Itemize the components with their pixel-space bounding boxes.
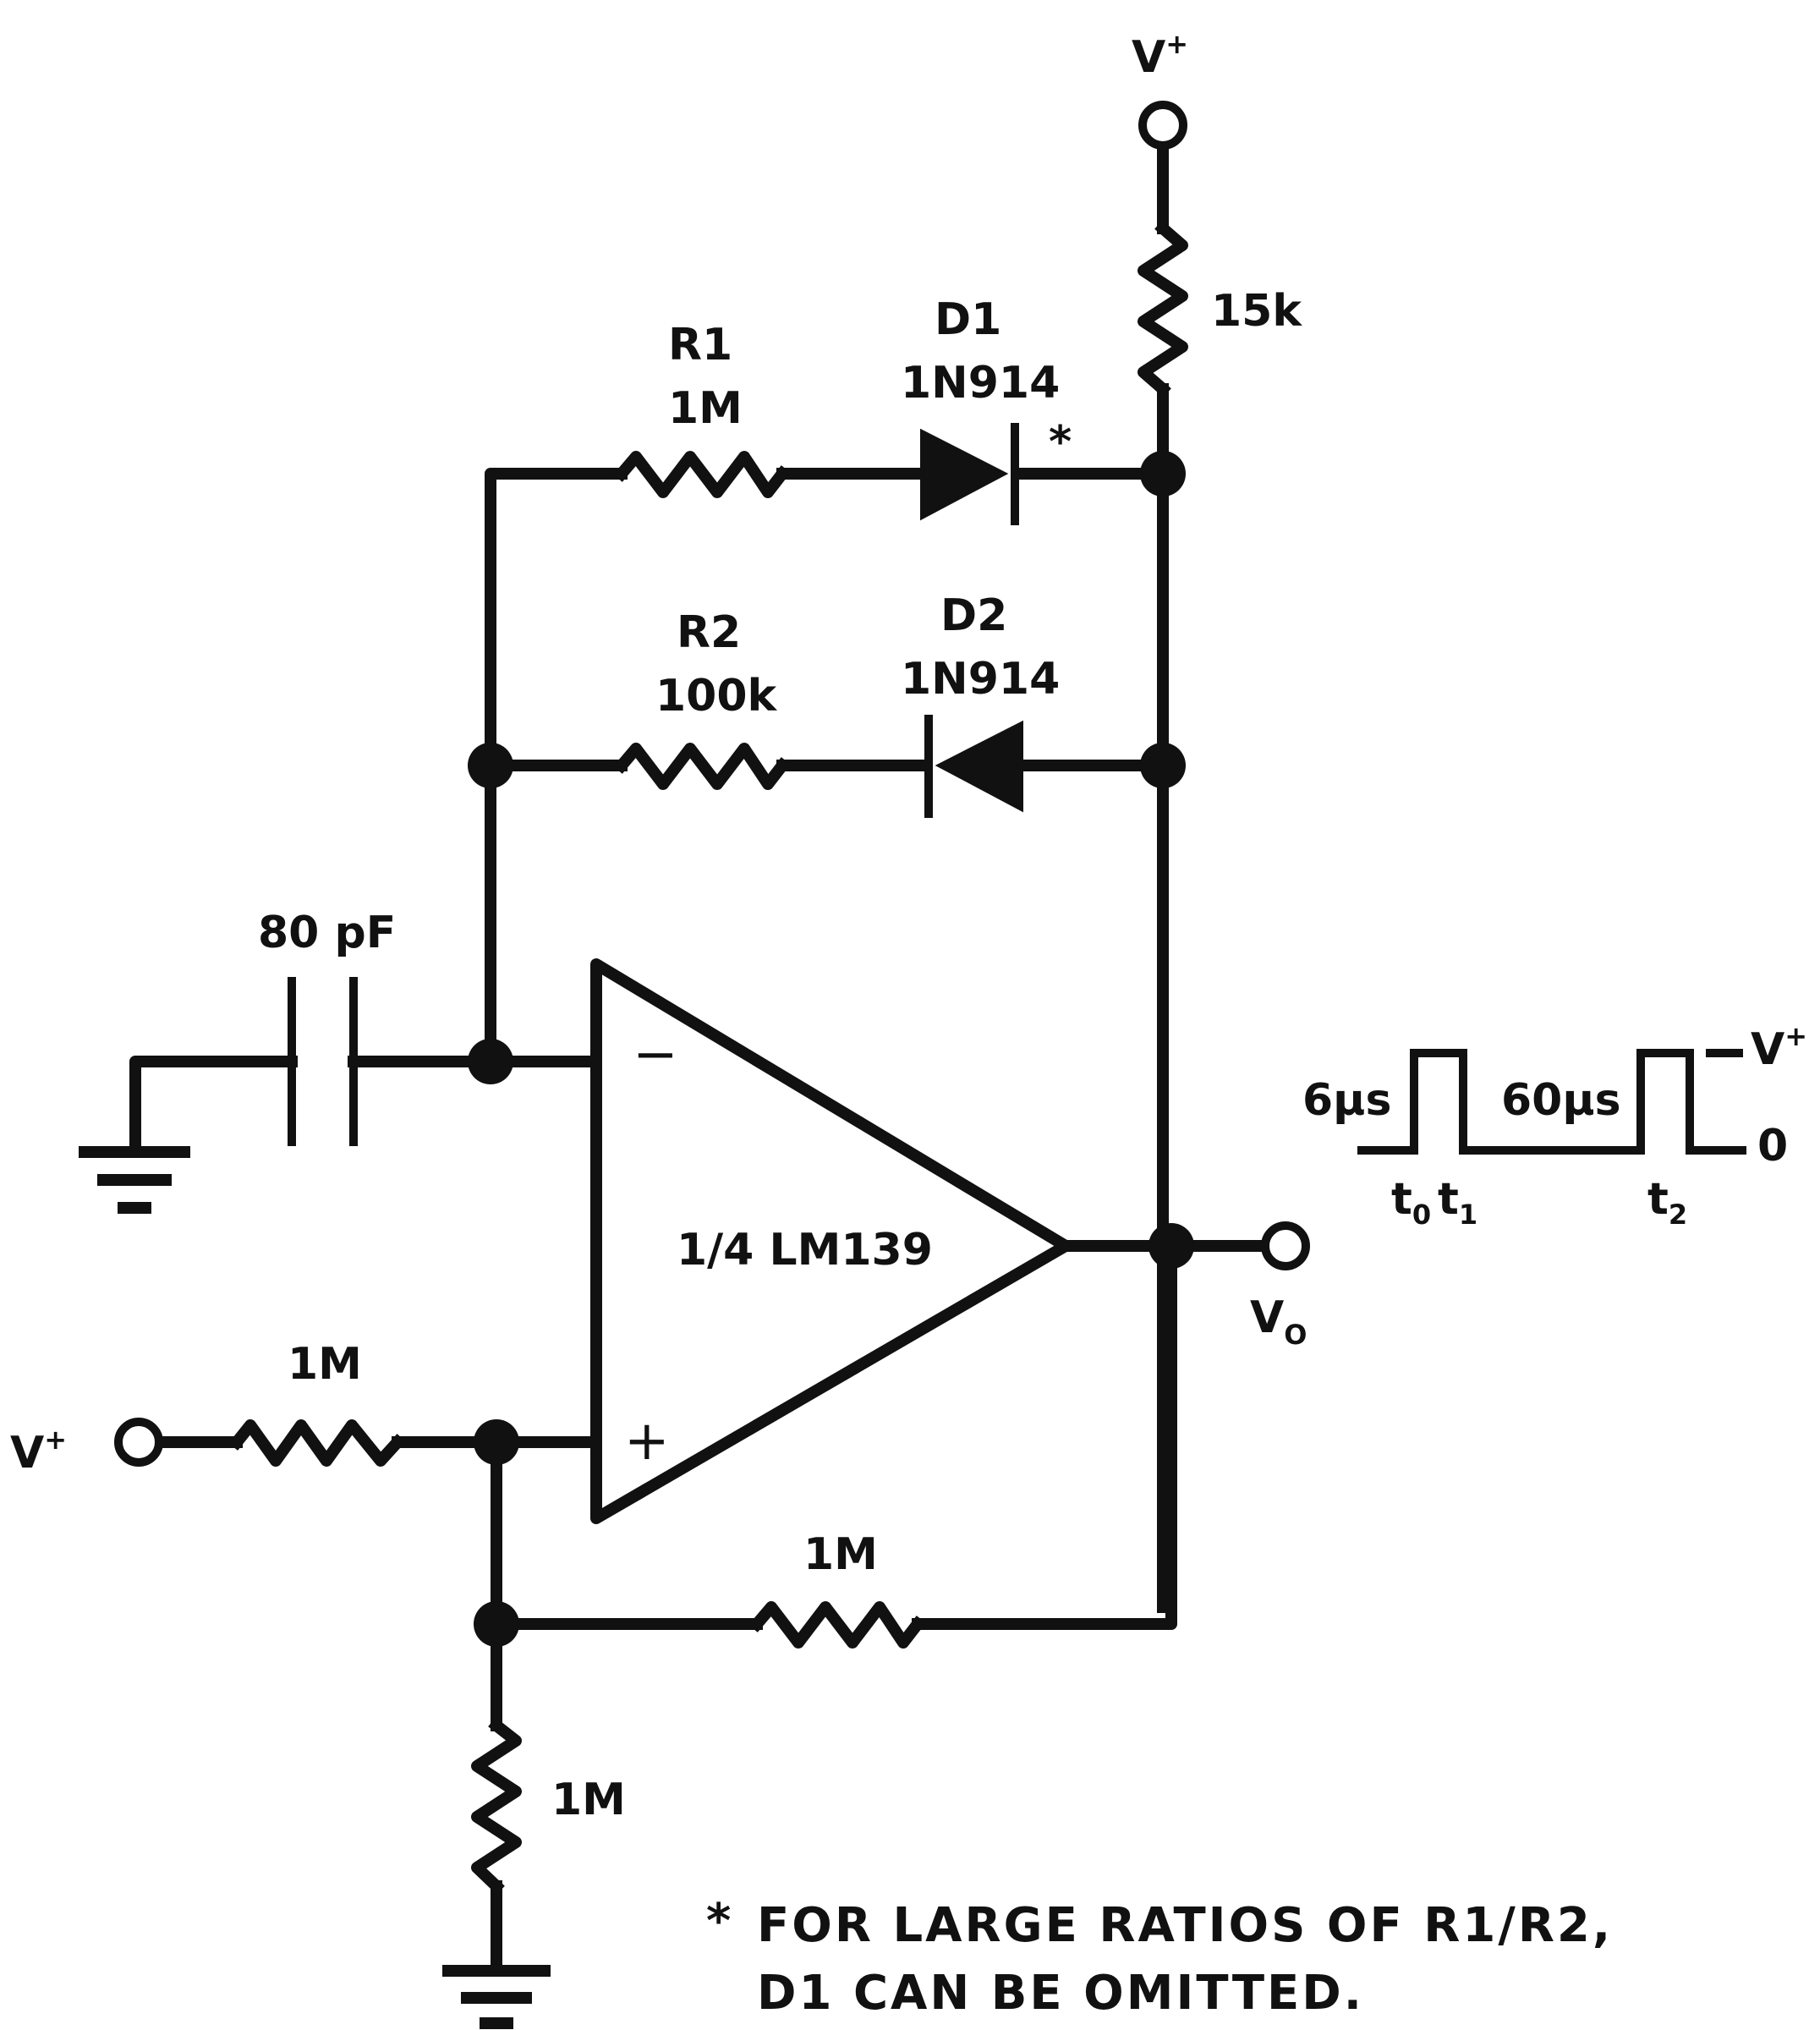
resistor-15k [1138, 220, 1188, 398]
supply-label-top: V+ [1132, 28, 1188, 83]
resistor-r2-name: R2 [677, 607, 741, 658]
terminal-vplus-top [1138, 101, 1187, 150]
output-label: VO [1250, 1292, 1307, 1351]
resistor-feedback-value: 1M [803, 1529, 878, 1580]
resistor-15k-value: 15k [1211, 286, 1302, 337]
resistor-r2 [613, 743, 791, 790]
footnote-line-2: D1 CAN BE OMITTED. [757, 1966, 1364, 2021]
terminal-vout [1261, 1221, 1310, 1270]
resistor-r1 [613, 451, 791, 498]
capacitor-80pf [288, 977, 358, 1146]
diode-d1 [920, 423, 1019, 525]
diode-d1-part: 1N914 [901, 358, 1060, 409]
waveform-t1: t1 [1438, 1174, 1477, 1231]
resistor-ground-value: 1M [551, 1775, 626, 1825]
waveform-low-level: 0 [1757, 1121, 1788, 1171]
diode-d2-name: D2 [940, 590, 1007, 641]
footnote-line-1: FOR LARGE RATIOS OF R1/R2, [757, 1898, 1613, 1953]
ground-symbol-capacitor [79, 1146, 190, 1214]
capacitor-value: 80 pF [258, 908, 396, 958]
resistor-ground-1m [471, 1717, 522, 1895]
waveform-t0: t0 [1391, 1174, 1431, 1231]
junction-dots [468, 451, 1194, 1647]
diode-d1-asterisk: * [1049, 417, 1072, 468]
comparator-lm139 [590, 958, 1072, 1524]
waveform-pulse-width: 6μs [1302, 1075, 1391, 1126]
diode-d2 [924, 715, 1023, 818]
resistor-r1-value: 1M [668, 383, 743, 434]
ground-symbol-bottom [442, 1965, 551, 2029]
output-waveform [1357, 1049, 1746, 1155]
waveform-t2: t2 [1647, 1174, 1687, 1231]
supply-label-left: V+ [10, 1424, 67, 1479]
comparator-noninverting-sign: + [624, 1410, 670, 1473]
footnote-asterisk: * [706, 1894, 733, 1949]
diode-d1-name: D1 [935, 294, 1001, 345]
resistor-input-value: 1M [288, 1339, 362, 1390]
resistor-r1-name: R1 [668, 320, 732, 370]
resistor-r2-value: 100k [655, 671, 778, 721]
waveform-high-level: V+ [1751, 1020, 1807, 1075]
resistor-input-1m [228, 1419, 406, 1467]
resistor-feedback-1m [748, 1601, 926, 1649]
terminal-vplus-left [114, 1418, 163, 1467]
comparator-label: 1/4 LM139 [677, 1225, 933, 1276]
waveform-period: 60μs [1501, 1075, 1621, 1126]
diode-d2-part: 1N914 [901, 654, 1060, 705]
comparator-inverting-sign: − [633, 1023, 678, 1086]
